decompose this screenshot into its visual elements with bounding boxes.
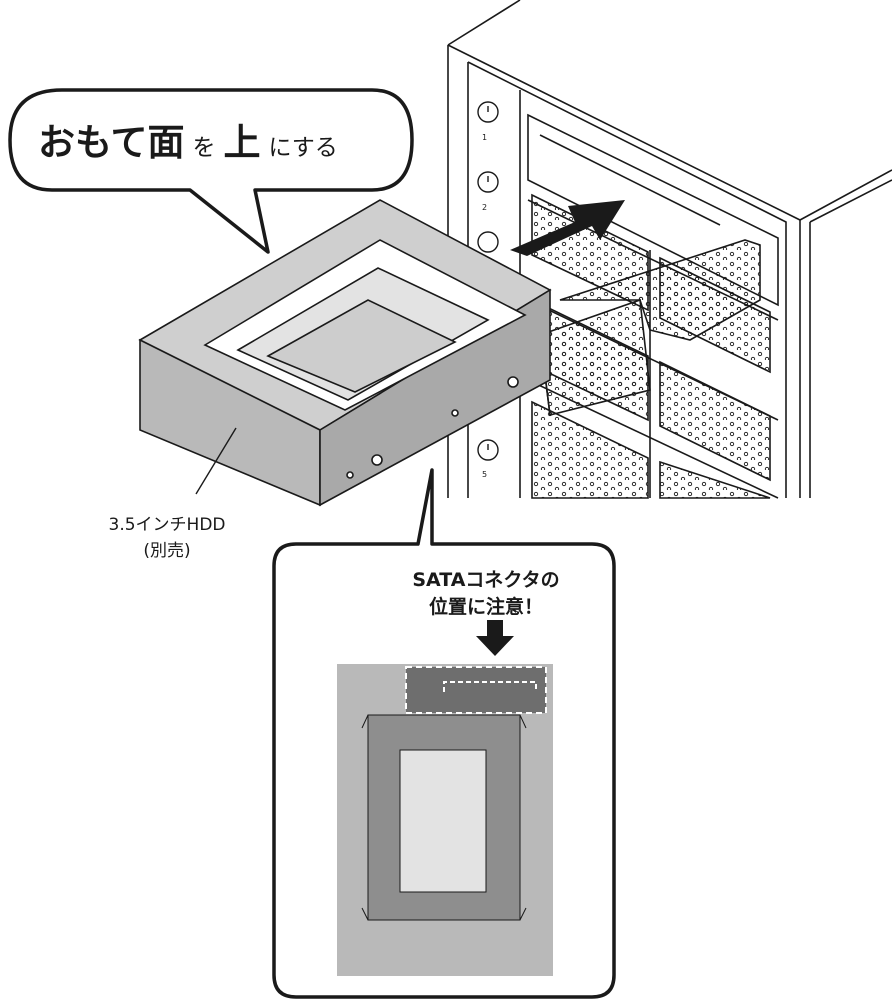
insert-direction-arrow: [510, 200, 625, 256]
bubble-text-1: おもて面: [38, 121, 185, 164]
bubble-text-2: を: [192, 135, 216, 161]
bubble-instruction: おもて面 を 上 にする: [38, 112, 346, 172]
slot-number-5: 5: [482, 470, 487, 479]
bubble-text-4: にする: [268, 135, 338, 161]
hdd-caption-line2: (別売): [143, 541, 191, 561]
power-button-3: [477, 231, 499, 253]
power-button-2: [477, 171, 499, 193]
hdd-adapter-tray: [138, 199, 552, 507]
power-button-5: [477, 439, 499, 461]
slot-number-2: 2: [482, 203, 487, 212]
hdd-caption-line1: 3.5インチHDD: [108, 515, 226, 535]
slot-number-1: 1: [482, 133, 487, 142]
power-button-1: [477, 101, 499, 123]
sata-warning-line1: SATAコネクタの: [412, 569, 560, 591]
sata-warning-line2: 位置に注意！: [428, 596, 543, 618]
hdd-caption: 3.5インチHDD (別売): [82, 512, 252, 564]
hdd-leader-line: [195, 427, 237, 495]
adapter-top-view: [337, 664, 553, 976]
speech-bubble: [8, 88, 414, 254]
down-arrow-icon: [476, 620, 514, 656]
bubble-text-3: 上: [223, 121, 261, 164]
sata-warning: SATAコネクタの 位置に注意！: [370, 567, 602, 621]
sata-connector-highlight: [405, 666, 547, 714]
